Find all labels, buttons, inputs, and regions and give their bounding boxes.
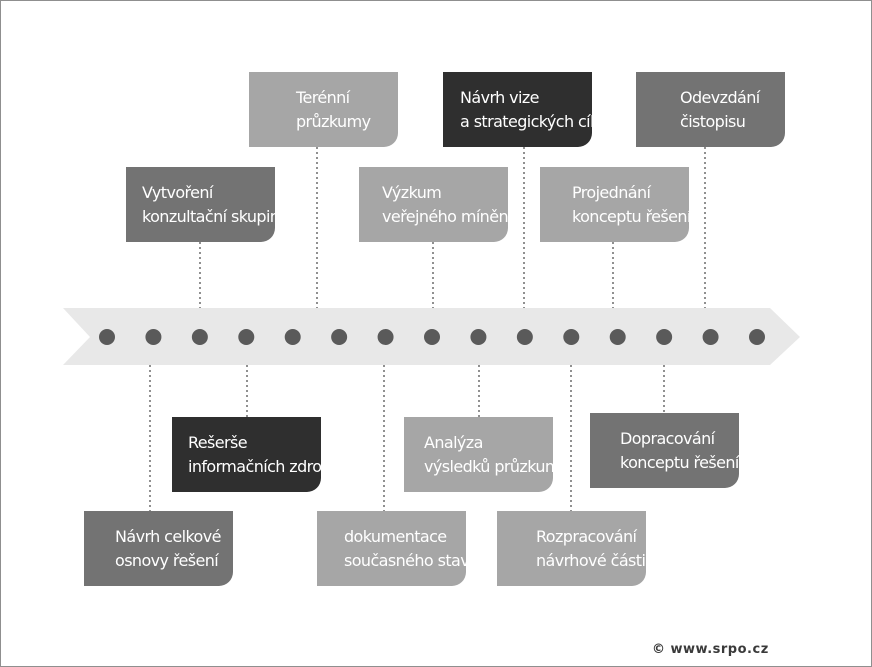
timeline-dot (563, 329, 580, 345)
box-line: čistopisu (680, 111, 746, 131)
timeline-dot (749, 329, 765, 345)
box-line: konzultační skupiny (142, 206, 289, 226)
box-line: Návrh vize (460, 88, 540, 108)
box-line: současného stavu (344, 550, 479, 570)
box-line: Analýza (424, 433, 483, 453)
box-line: konceptu řešení (620, 452, 739, 472)
box-line: Výzkum (382, 183, 442, 203)
box-line: Rešerše (188, 433, 248, 453)
timeline-dot (377, 329, 394, 345)
box-line: informačních zdrojů (188, 456, 335, 476)
box-analyza-vysledku-pruzkumu: Analýza výsledků průzkumu (404, 417, 570, 492)
timeline-dot (331, 329, 348, 345)
box-vyzkum-verejneho-mineni: Výzkum veřejného mínění (359, 167, 512, 242)
timeline-dot (191, 329, 208, 345)
box-line: osnovy řešení (115, 550, 219, 570)
timeline-dot (702, 329, 719, 345)
box-line: průzkumy (296, 111, 371, 131)
timeline-dots (99, 329, 765, 345)
box-line: Terénní (296, 88, 350, 108)
box-dopracovani-konceptu: Dopracování konceptu řešení (590, 413, 739, 488)
box-dokumentace-soucasneho-stavu: dokumentace současného stavu (317, 511, 479, 586)
box-line: výsledků průzkumu (424, 456, 570, 476)
box-line: konceptu řešení (572, 206, 691, 226)
box-line: Projednání (572, 183, 651, 203)
timeline-dot (99, 329, 115, 345)
box-line: Odevzdání (680, 88, 760, 108)
box-odevzdani-cistopisu: Odevzdání čistopisu (636, 72, 785, 147)
box-line: návrhové části (536, 550, 646, 570)
box-line: dokumentace (344, 527, 447, 547)
box-reserse-informacnich-zdroju: Rešerše informačních zdrojů (172, 417, 335, 492)
box-line: Návrh celkové (115, 527, 221, 547)
timeline-dot (238, 329, 255, 345)
box-vytvoreni-konzultacni-skupiny: Vytvoření konzultační skupiny (126, 167, 289, 242)
box-line: veřejného mínění (382, 206, 512, 226)
timeline-dot (609, 329, 626, 345)
box-rozpracovani-navrhove-casti: Rozpracování návrhové části (497, 511, 646, 586)
box-line: Vytvoření (142, 183, 213, 203)
timeline-dot (145, 329, 162, 345)
box-navrh-vize: Návrh vize a strategických cílů (443, 72, 604, 147)
box-line: Rozpracování (536, 527, 637, 547)
box-line: Dopracování (620, 429, 715, 449)
copyright-text: © www.srpo.cz (652, 642, 769, 657)
timeline-dot (656, 329, 673, 345)
box-line: a strategických cílů (460, 111, 604, 131)
box-navrh-celkove-osnovy: Návrh celkové osnovy řešení (84, 511, 233, 586)
connector-lines (149, 147, 706, 511)
box-projednani-konceptu: Projednání konceptu řešení (540, 167, 691, 242)
box-terenni-pruzkumy: Terénní průzkumy (249, 72, 398, 147)
timeline-dot (424, 329, 440, 345)
timeline-dot (470, 329, 487, 345)
timeline-dot (516, 329, 533, 345)
timeline-dot (284, 329, 301, 345)
